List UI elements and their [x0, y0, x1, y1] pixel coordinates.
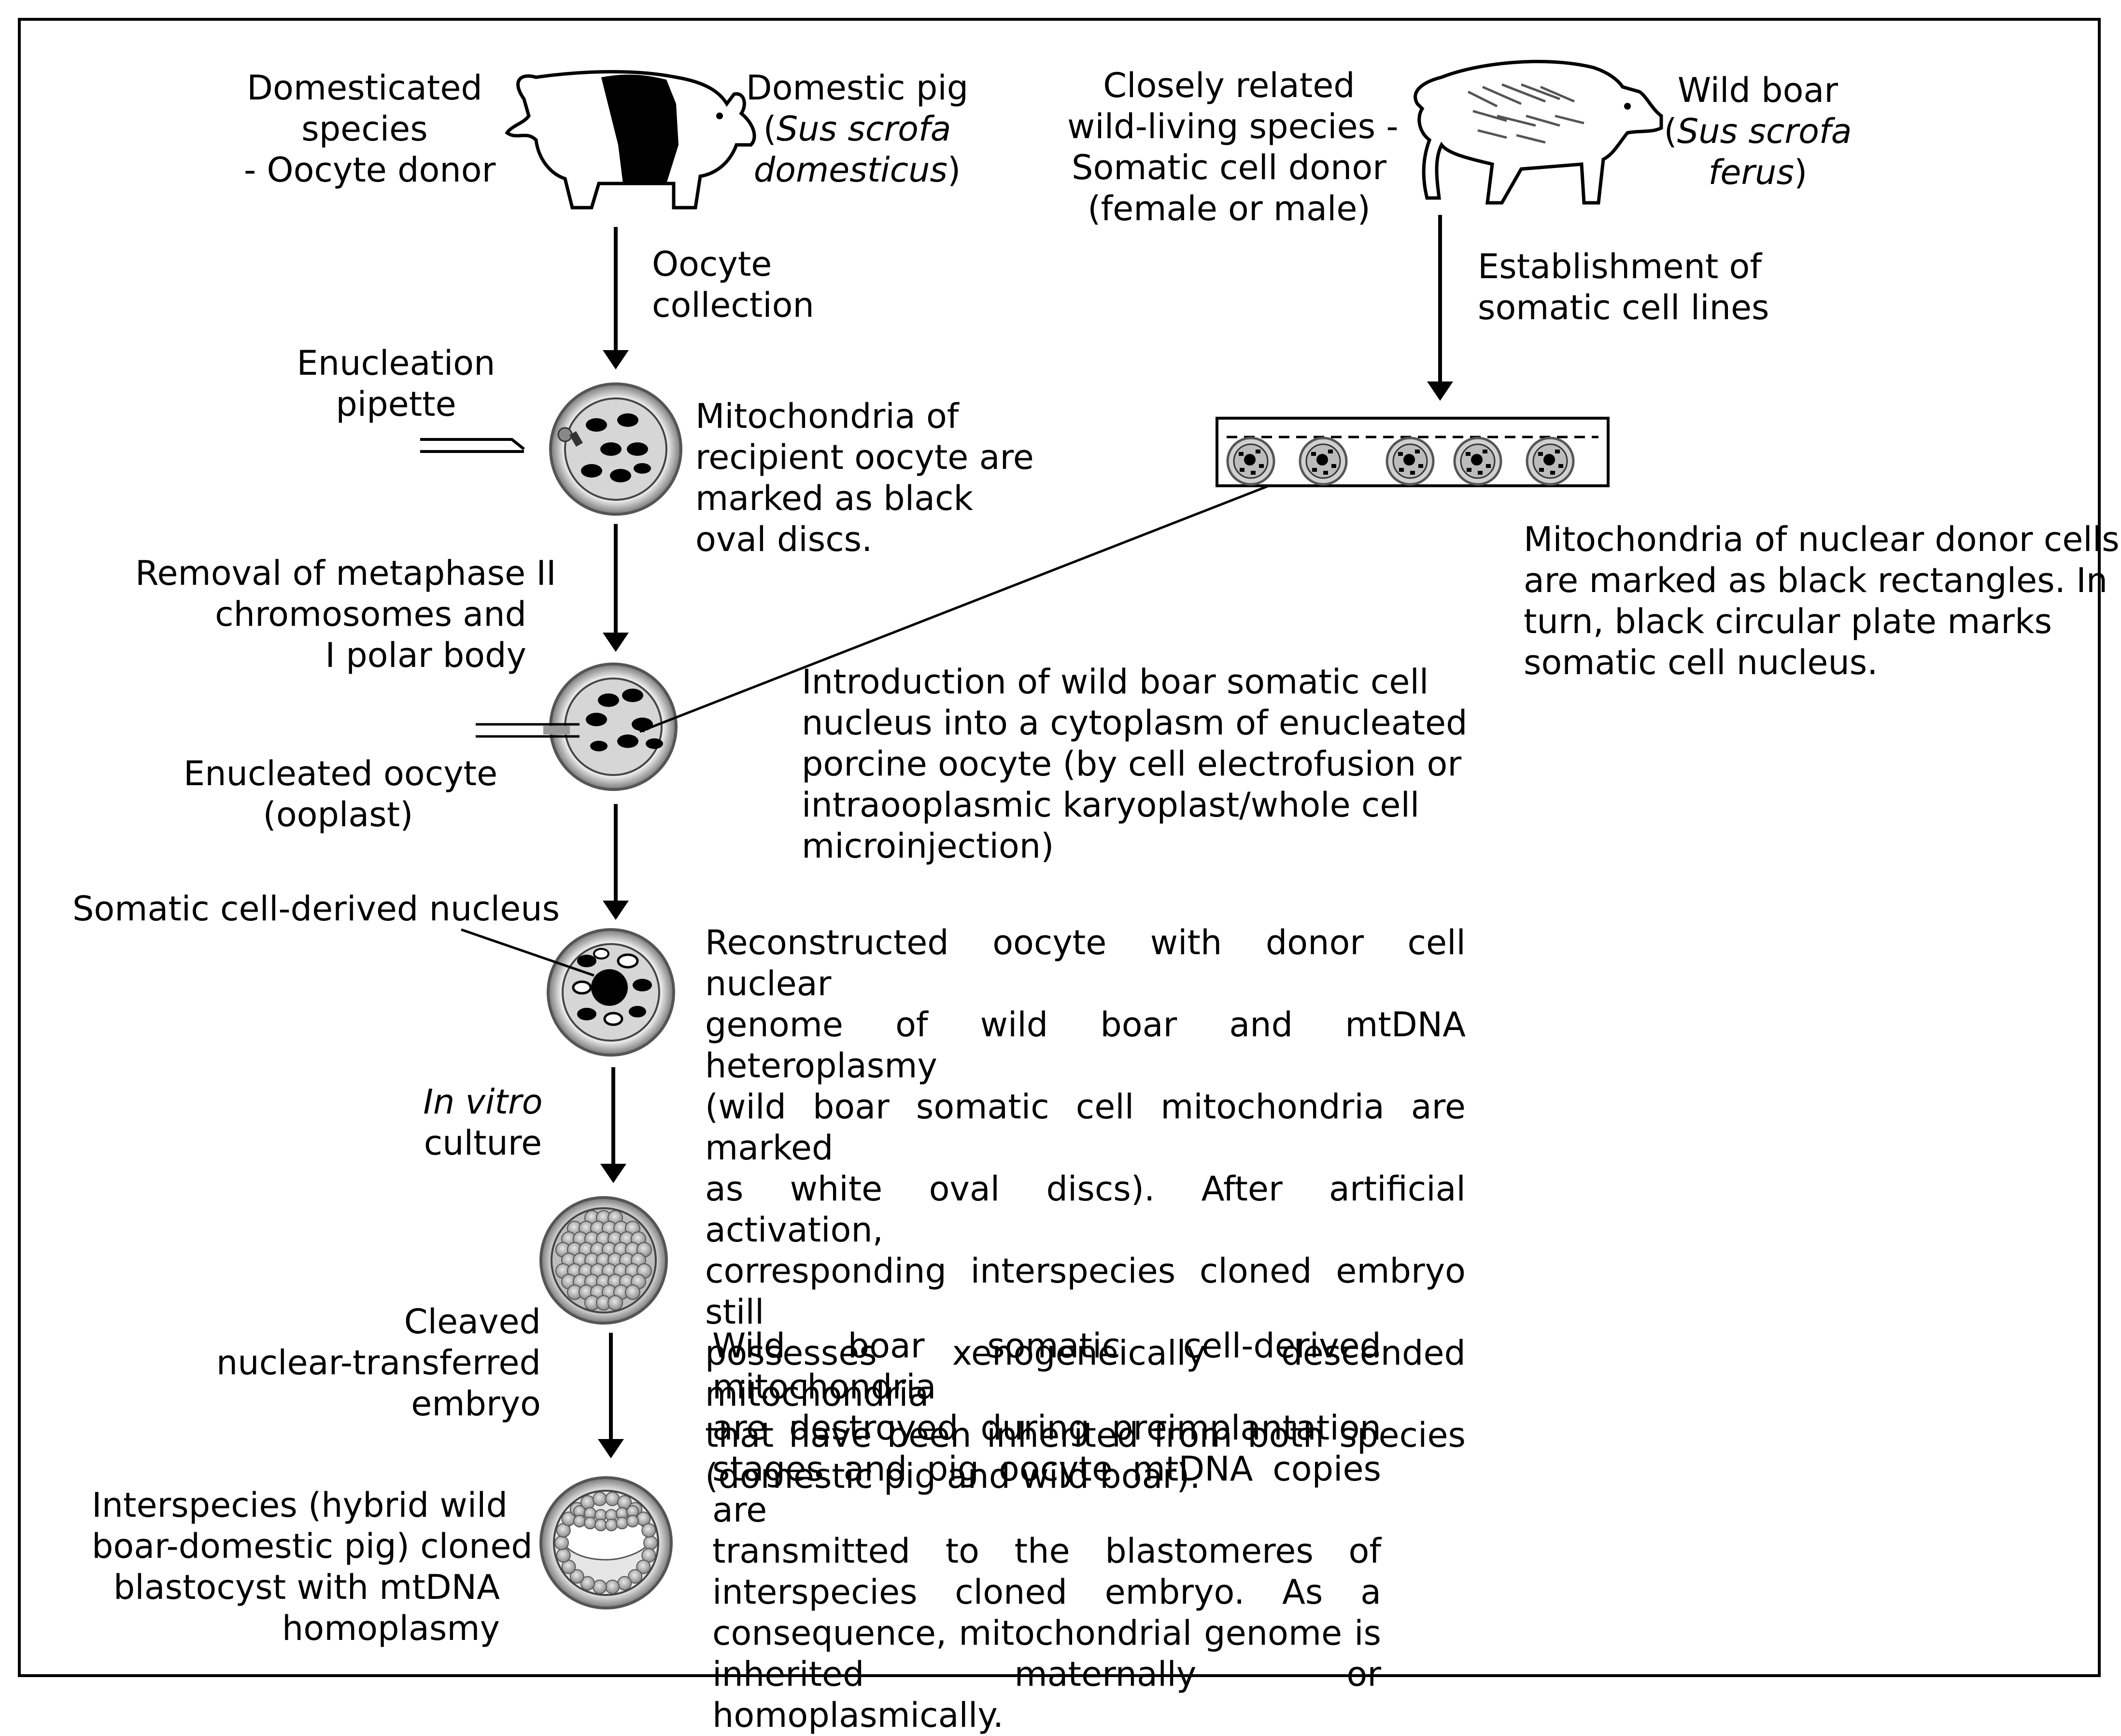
donor-cell — [1386, 437, 1435, 486]
inner-cell — [605, 1519, 618, 1531]
inner-cell — [616, 1517, 628, 1529]
transfer-arrow — [639, 484, 1271, 733]
domestic-pig-label: Domestic pig (Sus scrofa domesticus) — [746, 68, 969, 190]
arrow-head — [1427, 381, 1453, 401]
process-arrows — [609, 215, 1442, 1444]
enucleated-oocyte — [549, 663, 678, 791]
in-vitro-label: In vitro culture — [423, 1082, 543, 1163]
removal-label: Removal of metaphase II chromosomes and … — [135, 553, 556, 675]
trophoblast-cell — [592, 1491, 607, 1506]
trophoblast-cell — [569, 1569, 584, 1584]
donor-cell — [1453, 437, 1502, 486]
trophoblast-cell — [554, 1536, 569, 1550]
wild-boar-icon — [1414, 59, 1663, 205]
donor-mito-label: Mitochondria of nuclear donor cells are … — [1524, 520, 2120, 682]
somatic-nucleus-label: Somatic cell-derived nucleus — [72, 889, 560, 929]
donor-cell — [1226, 437, 1275, 486]
introduction-label: Introduction of wild boar somatic cell n… — [802, 662, 1468, 866]
donor-cells — [1226, 437, 1575, 486]
trophoblast-cell — [636, 1559, 651, 1574]
inner-cell — [573, 1515, 586, 1527]
arrow-head — [600, 1164, 626, 1183]
trophoblast-cell — [605, 1580, 620, 1595]
oocyte-donor-label: Domesticated species - Oocyte donor — [244, 68, 496, 190]
blastomere — [625, 1284, 640, 1300]
enucleated-label: Enucleated oocyte (ooplast) — [184, 754, 498, 834]
trophoblast-cell — [628, 1569, 643, 1584]
donor-cell — [1526, 437, 1575, 486]
somatic-donor-label: Closely related wild-living species - So… — [1067, 66, 1399, 228]
diagram-artwork — [420, 59, 1663, 1609]
inner-cell — [584, 1517, 596, 1529]
blastomere — [608, 1295, 623, 1311]
arrow-head — [603, 350, 629, 369]
injection-pipette — [476, 723, 580, 738]
wild-boar-label: Wild boar (Sus scrofa ferus) — [1664, 71, 1852, 192]
blastomeres — [555, 1210, 652, 1311]
arrow-head — [603, 901, 629, 920]
reconstructed-label: Reconstructed oocyte with donor cell nuc… — [705, 923, 1466, 1496]
oocyte-collection-label: Oocyte collection — [652, 244, 814, 325]
recipient-oocyte — [549, 382, 682, 516]
trophoblast-cell — [592, 1580, 607, 1595]
domestic-pig-icon — [505, 70, 756, 210]
trophoblast-cell — [580, 1576, 595, 1591]
trophoblast-cell — [643, 1536, 658, 1550]
cleaved-embryo-label: Cleaved nuclear-transferred embryo — [216, 1302, 541, 1424]
pipette-label: Enucleation pipette — [297, 343, 495, 424]
arrow-head — [598, 1439, 624, 1458]
trophoblast-cells — [554, 1491, 658, 1595]
figure-frame — [18, 18, 2101, 1677]
trophoblast-cell — [641, 1523, 656, 1538]
trophoblast-cell — [556, 1548, 571, 1563]
trophoblast-cell — [605, 1491, 620, 1506]
inner-cell — [626, 1515, 639, 1527]
recipient-mito-label: Mitochondria of recipient oocyte are mar… — [695, 396, 1034, 559]
donor-cell — [1299, 437, 1348, 486]
reconstructed-oocyte — [547, 928, 675, 1057]
inner-cell — [594, 1519, 607, 1531]
arrow-head — [603, 633, 629, 652]
blastocyst-label: Interspecies (hybrid wild boar-domestic … — [92, 1485, 533, 1648]
trophoblast-cell — [617, 1576, 632, 1591]
karyoplast — [543, 726, 570, 734]
nucleus-pointer — [461, 928, 594, 977]
cell-lines-label: Establishment of somatic cell lines — [1478, 247, 1769, 327]
destroyed-label: Wild boar somatic cell-derived mitochond… — [712, 1326, 1381, 1735]
enucleation-pipette — [420, 438, 525, 453]
